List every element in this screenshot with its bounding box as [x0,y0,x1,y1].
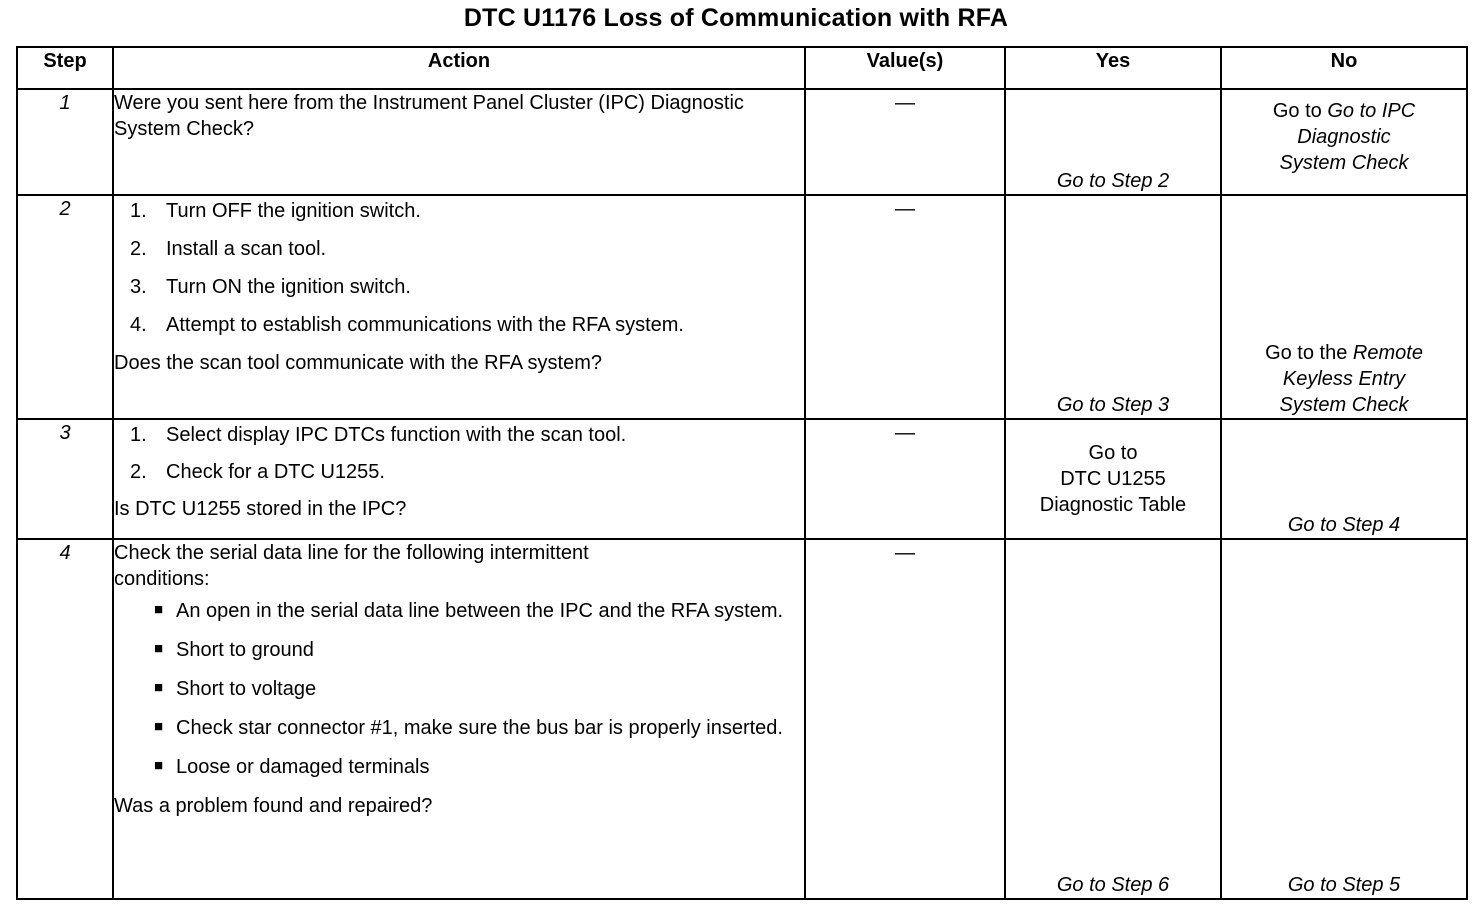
list-item: 3. Turn ON the ignition switch. [114,274,804,300]
item-number: 4. [130,314,147,336]
yes-cell: Go to Step 6 [1004,538,1222,900]
no-line-3: System Check [1279,394,1409,416]
action-question: Does the scan tool communicate with the … [114,352,602,374]
no-line-3: System Check [1279,152,1409,174]
item-text: An open in the serial data line between … [176,600,784,622]
value-cell: — [804,418,1006,540]
no-cell: Go to Step 5 [1220,538,1468,900]
table-row: 2 1. Turn OFF the ignition switch. 2. Inst… [16,194,1468,420]
column-header-step: Step [16,46,114,90]
bullet-icon: ■ [154,640,164,657]
item-number: 2. [130,238,147,260]
yes-line-3: Diagnostic Table [1039,494,1187,516]
list-item: 4. Attempt to establish communications wi… [114,312,804,338]
action-cell: Check the serial data line for the follo… [112,538,806,900]
action-question: Was a problem found and repaired? [114,795,433,817]
item-text: Install a scan tool. [166,238,327,260]
no-cell: Go to the Remote Keyless Entry System Ch… [1220,194,1468,420]
diagnostic-table: Step Action Value(s) Yes No 1 Were you s… [16,46,1468,900]
list-item: ■ Short to voltage [114,676,804,702]
yes-line-2: DTC U1255 [1060,468,1166,490]
step-number: 3 [16,418,114,540]
no-line: Go to Step 5 [1287,874,1401,896]
action-lead-text: Were you sent here from the Instrument P… [114,92,744,140]
action-cell: 1. Select display IPC DTCs function with … [112,418,806,540]
list-item: 2. Install a scan tool. [114,236,804,262]
action-question: Is DTC U1255 stored in the IPC? [114,498,407,520]
bullet-icon: ■ [154,601,164,618]
no-line-1: Go to Go to IPC [1222,98,1466,124]
item-text: Select display IPC DTCs function with th… [166,424,627,446]
item-text: Short to ground [176,639,314,661]
yes-line: Go to Step 3 [1056,394,1170,416]
table-row: 4 Check the serial data line for the fol… [16,538,1468,900]
value-cell: — [804,194,1006,420]
yes-cell: Go to Step 2 [1004,88,1222,196]
no-target-1: Go to IPC [1327,100,1416,122]
bullet-icon: ■ [154,718,164,735]
no-line: Go to Step 4 [1287,514,1401,536]
yes-line-1: Go to [1088,442,1138,464]
step-number: 4 [16,538,114,900]
yes-cell: Go to Step 3 [1004,194,1222,420]
list-item: ■ Loose or damaged terminals [114,754,804,780]
no-line-2: Keyless Entry [1282,368,1406,390]
no-prefix: Go to [1272,100,1328,122]
step-number: 1 [16,88,114,196]
bullet-icon: ■ [154,757,164,774]
item-text: Attempt to establish communications with… [166,314,684,336]
no-line-2: Diagnostic [1297,126,1391,148]
no-cell: Go to Go to IPC Diagnostic System Check [1220,88,1468,196]
item-text: Loose or damaged terminals [176,756,430,778]
item-number: 1. [130,424,147,446]
list-item: 1. Turn OFF the ignition switch. [114,198,804,224]
action-lead-text: Check the serial data line for the follo… [114,542,589,590]
list-item: ■ Short to ground [114,637,804,663]
no-target-1: Remote [1352,342,1423,364]
item-number: 2. [130,461,147,483]
action-cell: Were you sent here from the Instrument P… [112,88,806,196]
value-cell: — [804,88,1006,196]
numbered-step-list: 1. Select display IPC DTCs function with … [114,422,804,485]
bullet-list: ■ An open in the serial data line between… [114,598,804,780]
yes-line: Go to Step 6 [1056,874,1170,896]
list-item: 1. Select display IPC DTCs function with … [114,422,804,448]
table-row: 3 1. Select display IPC DTCs function wit… [16,418,1468,540]
item-text: Turn ON the ignition switch. [166,276,411,298]
action-cell: 1. Turn OFF the ignition switch. 2. Instal… [112,194,806,420]
column-header-action: Action [112,46,806,90]
item-text: Check star connector #1, make sure the b… [176,717,783,739]
table-row: 1 Were you sent here from the Instrument… [16,88,1468,196]
item-text: Check for a DTC U1255. [166,461,385,483]
column-header-no: No [1220,46,1468,90]
item-number: 1. [130,200,147,222]
column-header-yes: Yes [1004,46,1222,90]
list-item: 2. Check for a DTC U1255. [114,459,804,485]
table-header-row: Step Action Value(s) Yes No [16,46,1468,90]
list-item: ■ An open in the serial data line between… [114,598,804,624]
item-text: Turn OFF the ignition switch. [166,200,421,222]
yes-cell: Go to DTC U1255 Diagnostic Table [1004,418,1222,540]
yes-line: Go to Step 2 [1056,170,1170,192]
page-title: DTC U1176 Loss of Communication with RFA [463,4,1009,32]
no-cell: Go to Step 4 [1220,418,1468,540]
value-cell: — [804,538,1006,900]
step-number: 2 [16,194,114,420]
no-line-1: Go to the Remote [1222,340,1466,366]
numbered-step-list: 1. Turn OFF the ignition switch. 2. Instal… [114,198,804,338]
list-item: ■ Check star connector #1, make sure the … [114,715,804,741]
no-prefix: Go to the [1265,342,1353,364]
item-number: 3. [130,276,147,298]
item-text: Short to voltage [176,678,317,700]
column-header-value: Value(s) [804,46,1006,90]
bullet-icon: ■ [154,679,164,696]
